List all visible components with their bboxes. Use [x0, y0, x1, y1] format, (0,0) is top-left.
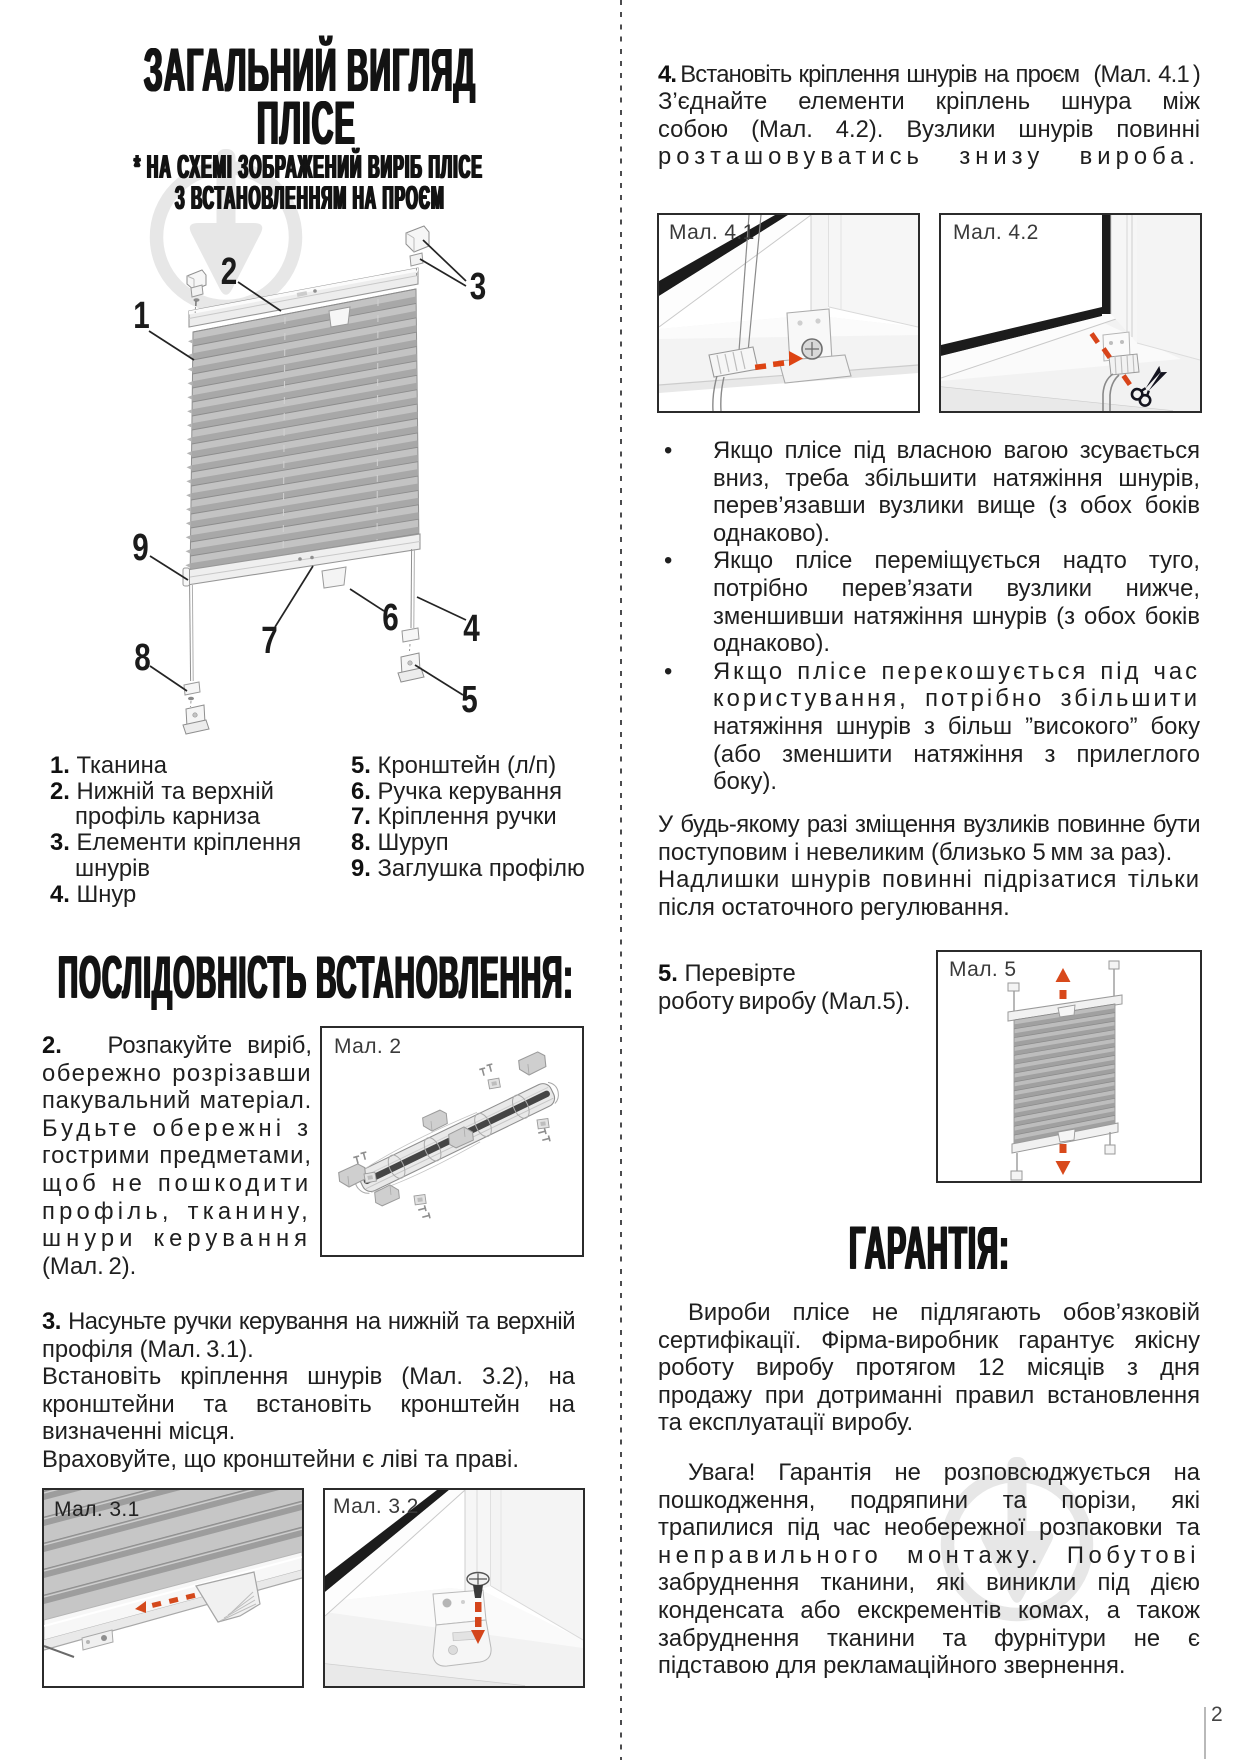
- svg-text:1: 1: [133, 295, 149, 337]
- svg-text:5: 5: [461, 679, 477, 721]
- svg-text:4: 4: [463, 608, 480, 650]
- svg-text:7: 7: [261, 620, 277, 662]
- svg-text:3: 3: [470, 266, 486, 308]
- svg-text:2: 2: [221, 251, 237, 293]
- svg-text:8: 8: [134, 637, 150, 679]
- svg-text:9: 9: [132, 527, 148, 569]
- svg-text:6: 6: [382, 597, 398, 639]
